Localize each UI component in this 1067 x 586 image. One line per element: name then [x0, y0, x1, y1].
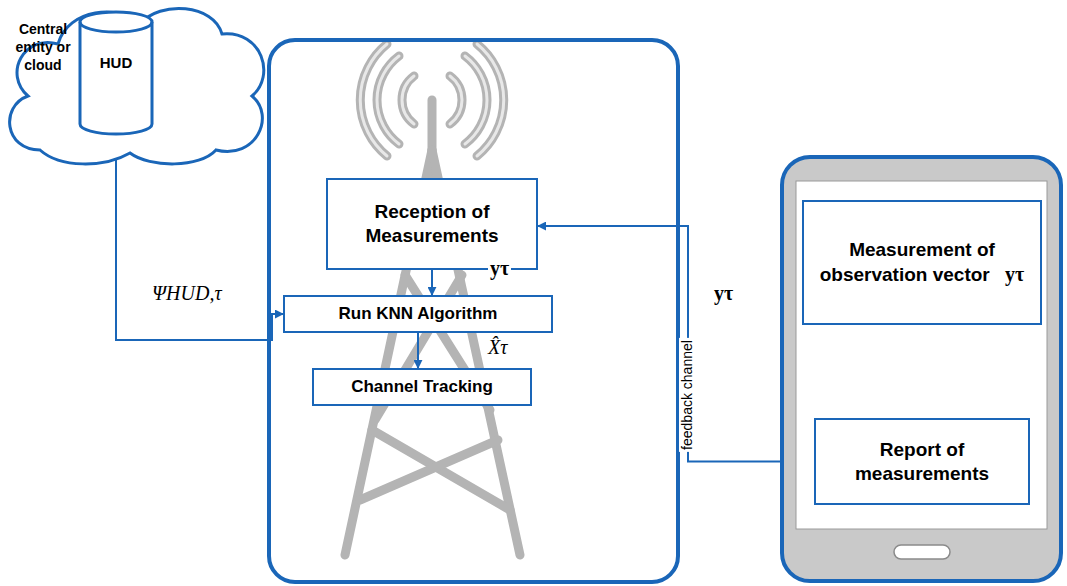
cloud-label: Central entity or cloud: [6, 20, 80, 75]
arrow-connector: [116, 136, 283, 340]
box-label: Report of measurements: [855, 439, 989, 484]
base-station-frame: Reception of MeasurementsRun KNN Algorit…: [267, 38, 680, 584]
text-wrap: Measurement of observation vector yτ: [804, 234, 1040, 291]
cylinder-outline: [78, 10, 154, 136]
box-label: Measurement of observation vector: [820, 239, 995, 285]
process-box: Report of measurements: [814, 418, 1030, 505]
text-wrap: Report of measurements: [816, 434, 1028, 490]
arrow-connector: [431, 270, 433, 295]
vector-symbol: yτ: [1005, 263, 1024, 285]
box-label: Channel Tracking: [351, 377, 493, 396]
signal-label: X̂τ: [486, 336, 509, 359]
signal-label: yτ: [488, 257, 511, 280]
cloud-shape: Central entity or cloudHUD: [0, 0, 272, 168]
database-label: HUD: [78, 54, 154, 71]
process-box: Measurement of observation vector yτ: [802, 200, 1042, 325]
signal-label: yτ: [712, 282, 735, 305]
text-wrap: Run KNN Algorithm: [331, 299, 506, 328]
text-wrap: Reception of Measurements: [328, 196, 536, 252]
box-label: Run KNN Algorithm: [339, 304, 498, 323]
channel-label: feedback channel: [679, 338, 695, 452]
signal-label: ΨHUD,τ: [150, 282, 224, 305]
arrow-connector: [538, 226, 814, 462]
process-box: Run KNN Algorithm: [283, 295, 553, 333]
process-box: Channel Tracking: [312, 368, 532, 406]
database-cylinder: HUD: [78, 10, 154, 136]
text-wrap: Channel Tracking: [343, 372, 501, 401]
phone-frame: Measurement of observation vector yτRepo…: [780, 155, 1063, 583]
box-label: Reception of Measurements: [365, 201, 498, 246]
arrow-connector: [417, 333, 419, 368]
